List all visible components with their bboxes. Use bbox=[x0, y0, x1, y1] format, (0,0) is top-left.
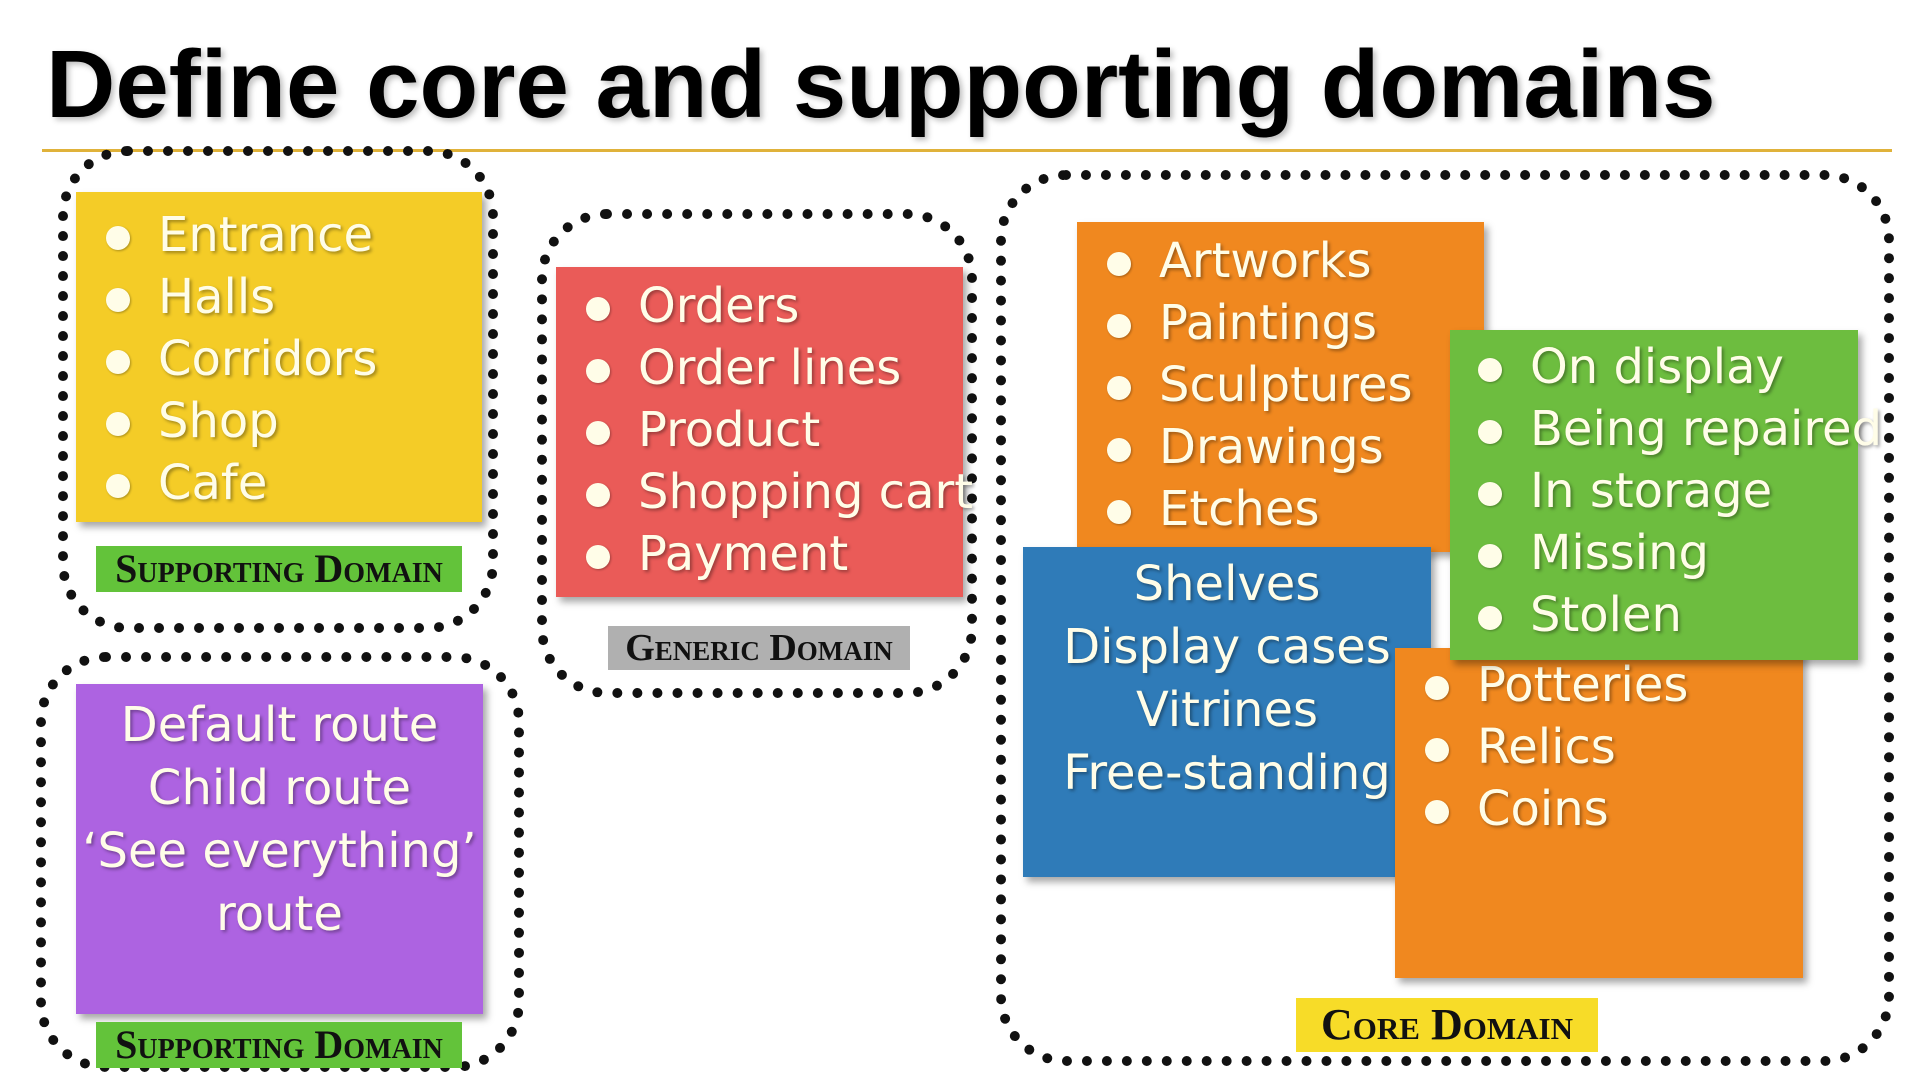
list-item: Shop bbox=[104, 390, 377, 452]
list-item: Orders bbox=[584, 275, 973, 337]
status-list: On display Being repaired In storage Mis… bbox=[1476, 336, 1882, 646]
page-title: Define core and supporting domains bbox=[46, 31, 1716, 138]
storage-line: Display cases bbox=[1063, 619, 1391, 675]
list-item: Shopping cart bbox=[584, 461, 973, 523]
storage-lines: Shelves Display cases Vitrines Free-stan… bbox=[1023, 553, 1431, 805]
list-item: Coins bbox=[1423, 778, 1688, 840]
supporting-domain-label-2: Supporting Domain bbox=[96, 1022, 462, 1068]
core-domain-group bbox=[996, 170, 1894, 1066]
venue-area-list: Entrance Halls Corridors Shop Cafe bbox=[104, 204, 377, 514]
core-domain-card-status: On display Being repaired In storage Mis… bbox=[1450, 330, 1882, 660]
storage-line: Shelves bbox=[1133, 556, 1321, 612]
artwork-list: Artworks Paintings Sculptures Drawings E… bbox=[1105, 230, 1413, 540]
storage-line: Free-standing bbox=[1063, 745, 1391, 801]
core-domain-label: Core Domain bbox=[1296, 998, 1598, 1052]
route-line: Default route bbox=[120, 697, 439, 753]
supporting-domain-group bbox=[58, 146, 498, 633]
list-item: Product bbox=[584, 399, 973, 461]
core-domain-card-storage: Shelves Display cases Vitrines Free-stan… bbox=[1023, 547, 1431, 877]
list-item: Corridors bbox=[104, 328, 377, 390]
list-item: Order lines bbox=[584, 337, 973, 399]
list-item: Sculptures bbox=[1105, 354, 1413, 416]
list-item: Stolen bbox=[1476, 584, 1882, 646]
route-line: ‘See everything’ bbox=[82, 823, 477, 879]
commerce-list: Orders Order lines Product Shopping cart… bbox=[584, 275, 973, 585]
list-item: Halls bbox=[104, 266, 377, 328]
core-domain-card-objects: Potteries Relics Coins bbox=[1395, 648, 1803, 978]
list-item: Being repaired bbox=[1476, 398, 1882, 460]
list-item: In storage bbox=[1476, 460, 1882, 522]
list-item: Etches bbox=[1105, 478, 1413, 540]
route-lines: Default route Child route ‘See everythin… bbox=[76, 694, 483, 946]
list-item: Paintings bbox=[1105, 292, 1413, 354]
supporting-domain-label: Supporting Domain bbox=[96, 546, 462, 592]
route-line: Child route bbox=[147, 760, 412, 816]
object-list: Potteries Relics Coins bbox=[1423, 654, 1688, 840]
generic-domain-card-red: Orders Order lines Product Shopping cart… bbox=[556, 267, 973, 597]
list-item: Entrance bbox=[104, 204, 377, 266]
list-item: Cafe bbox=[104, 452, 377, 514]
list-item: Drawings bbox=[1105, 416, 1413, 478]
list-item: On display bbox=[1476, 336, 1882, 398]
list-item: Potteries bbox=[1423, 654, 1688, 716]
core-domain-card-artworks: Artworks Paintings Sculptures Drawings E… bbox=[1077, 222, 1484, 552]
list-item: Payment bbox=[584, 523, 973, 585]
list-item: Relics bbox=[1423, 716, 1688, 778]
route-line: route bbox=[216, 886, 343, 942]
list-item: Missing bbox=[1476, 522, 1882, 584]
title-divider bbox=[42, 149, 1892, 152]
storage-line: Vitrines bbox=[1136, 682, 1318, 738]
list-item: Artworks bbox=[1105, 230, 1413, 292]
generic-domain-group bbox=[537, 209, 977, 698]
generic-domain-label: Generic Domain bbox=[608, 626, 910, 670]
supporting-domain-card-purple: Default route Child route ‘See everythin… bbox=[76, 684, 483, 1014]
supporting-domain-card-yellow: Entrance Halls Corridors Shop Cafe bbox=[76, 192, 482, 522]
